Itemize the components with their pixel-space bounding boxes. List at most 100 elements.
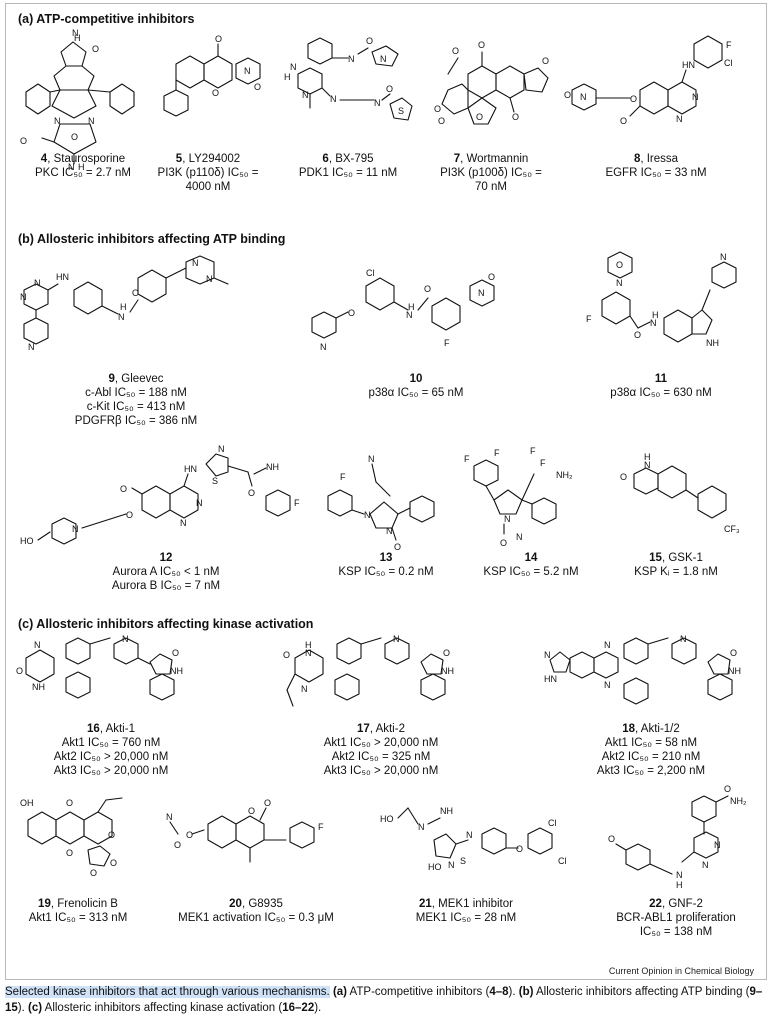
compound-13-caption: 13 KSP IC₅₀ = 0.2 nM	[338, 552, 434, 578]
svg-text:O: O	[283, 650, 290, 660]
svg-text:O: O	[92, 44, 99, 54]
svg-text:NH: NH	[706, 338, 719, 348]
svg-text:HO: HO	[380, 814, 394, 824]
compound-11-caption: 11 p38α IC₅₀ = 630 nM	[610, 373, 712, 399]
svg-text:H: H	[120, 302, 127, 312]
svg-text:F: F	[340, 472, 346, 482]
svg-text:O: O	[630, 94, 637, 104]
svg-text:N: N	[676, 114, 683, 124]
svg-text:N: N	[166, 812, 173, 822]
svg-text:O: O	[366, 36, 373, 46]
svg-text:N: N	[676, 870, 683, 880]
svg-text:NH₂: NH₂	[730, 796, 747, 806]
svg-text:O: O	[434, 104, 441, 114]
svg-text:F: F	[318, 822, 324, 832]
figure-panel: (a) ATP-competitive inhibitors (b) Allos…	[5, 3, 767, 980]
compound-8-caption: 8, Iressa EGFR IC₅₀ = 33 nM	[605, 153, 707, 179]
svg-text:O: O	[71, 132, 78, 142]
svg-text:O: O	[66, 848, 73, 858]
svg-text:O: O	[724, 784, 731, 794]
svg-text:N: N	[714, 840, 721, 850]
svg-text:N: N	[386, 526, 393, 536]
figure-caption: Selected kinase inhibitors that act thro…	[5, 984, 767, 1016]
svg-text:O: O	[564, 90, 571, 100]
svg-text:O: O	[110, 858, 117, 868]
svg-text:O: O	[264, 798, 271, 808]
svg-text:O: O	[443, 648, 450, 658]
svg-text:O: O	[620, 472, 627, 482]
svg-text:O: O	[476, 112, 483, 122]
svg-text:O: O	[608, 834, 615, 844]
svg-text:F: F	[294, 498, 300, 508]
svg-text:N: N	[644, 460, 651, 470]
compound-21-caption: 21, MEK1 inhibitor MEK1 IC₅₀ = 28 nM	[415, 898, 517, 924]
compound-15-caption: 15, GSK-1 KSP Kᵢ = 1.8 nM	[634, 552, 718, 578]
svg-text:H: H	[408, 302, 415, 312]
svg-text:O: O	[542, 56, 549, 66]
svg-text:N: N	[34, 640, 41, 650]
svg-text:F: F	[540, 458, 546, 468]
svg-text:F: F	[586, 314, 592, 324]
svg-text:Cl: Cl	[558, 856, 567, 866]
svg-text:N: N	[504, 514, 511, 524]
svg-text:N: N	[580, 92, 587, 102]
compound-14-caption: 14 KSP IC₅₀ = 5.2 nM	[483, 552, 579, 578]
svg-text:N: N	[206, 274, 213, 284]
compound-12-caption: 12 Aurora A IC₅₀ < 1 nM Aurora B IC₅₀ = …	[111, 552, 221, 592]
svg-text:O: O	[120, 484, 127, 494]
structure-13: N F N N O	[324, 452, 474, 552]
svg-text:N: N	[330, 94, 337, 104]
svg-text:NH: NH	[170, 666, 183, 676]
caption-end-c: ).	[314, 1002, 322, 1014]
svg-text:N: N	[380, 54, 387, 64]
caption-text-c: Allosteric inhibitors affecting kinase a…	[42, 1002, 283, 1014]
svg-text:N: N	[305, 648, 312, 658]
svg-text:O: O	[394, 542, 401, 552]
svg-text:H: H	[78, 162, 85, 172]
svg-text:O: O	[90, 868, 97, 878]
svg-text:NH: NH	[266, 462, 279, 472]
svg-text:O: O	[634, 330, 641, 340]
compound-5-caption: 5, LY294002 PI3K (p110δ) IC₅₀ = 4000 nM	[157, 153, 259, 193]
compound-18-caption: 18, Akti-1/2 Akt1 IC₅₀ = 58 nM Akt2 IC₅₀…	[596, 723, 706, 777]
svg-text:N: N	[218, 444, 225, 454]
section-c-title: (c) Allosteric inhibitors affecting kina…	[18, 617, 314, 631]
svg-text:O: O	[248, 806, 255, 816]
svg-text:H: H	[644, 452, 651, 462]
caption-label-b: (b)	[518, 986, 534, 998]
svg-text:H: H	[676, 880, 683, 890]
svg-text:N: N	[418, 822, 425, 832]
svg-text:N: N	[702, 860, 709, 870]
svg-text:N: N	[320, 342, 327, 352]
svg-text:O: O	[215, 34, 222, 44]
compound-9-caption: 9, Gleevec c-Abl IC₅₀ = 188 nM c-Kit IC₅…	[74, 373, 198, 427]
svg-text:N: N	[368, 454, 375, 464]
svg-text:N: N	[301, 684, 308, 694]
section-a-title: (a) ATP-competitive inhibitors	[18, 12, 195, 26]
svg-text:N: N	[692, 92, 699, 102]
svg-text:O: O	[424, 284, 431, 294]
svg-text:O: O	[126, 510, 133, 520]
svg-text:O: O	[348, 308, 355, 318]
svg-text:H: H	[284, 72, 291, 82]
svg-text:N: N	[122, 634, 129, 644]
compound-17-caption: 17, Akti-2 Akt1 IC₅₀ > 20,000 nM Akt2 IC…	[323, 723, 439, 777]
svg-text:N: N	[196, 498, 203, 508]
svg-text:NH: NH	[728, 666, 741, 676]
compound-4-caption: 4, Staurosporine PKC IC₅₀ = 2.7 nM	[34, 153, 131, 179]
svg-text:F: F	[726, 40, 732, 50]
svg-text:N: N	[54, 116, 61, 126]
caption-highlight[interactable]: Selected kinase inhibitors that act thro…	[5, 986, 330, 998]
svg-text:F: F	[444, 338, 450, 348]
svg-text:N: N	[374, 98, 381, 108]
svg-text:N: N	[393, 634, 400, 644]
